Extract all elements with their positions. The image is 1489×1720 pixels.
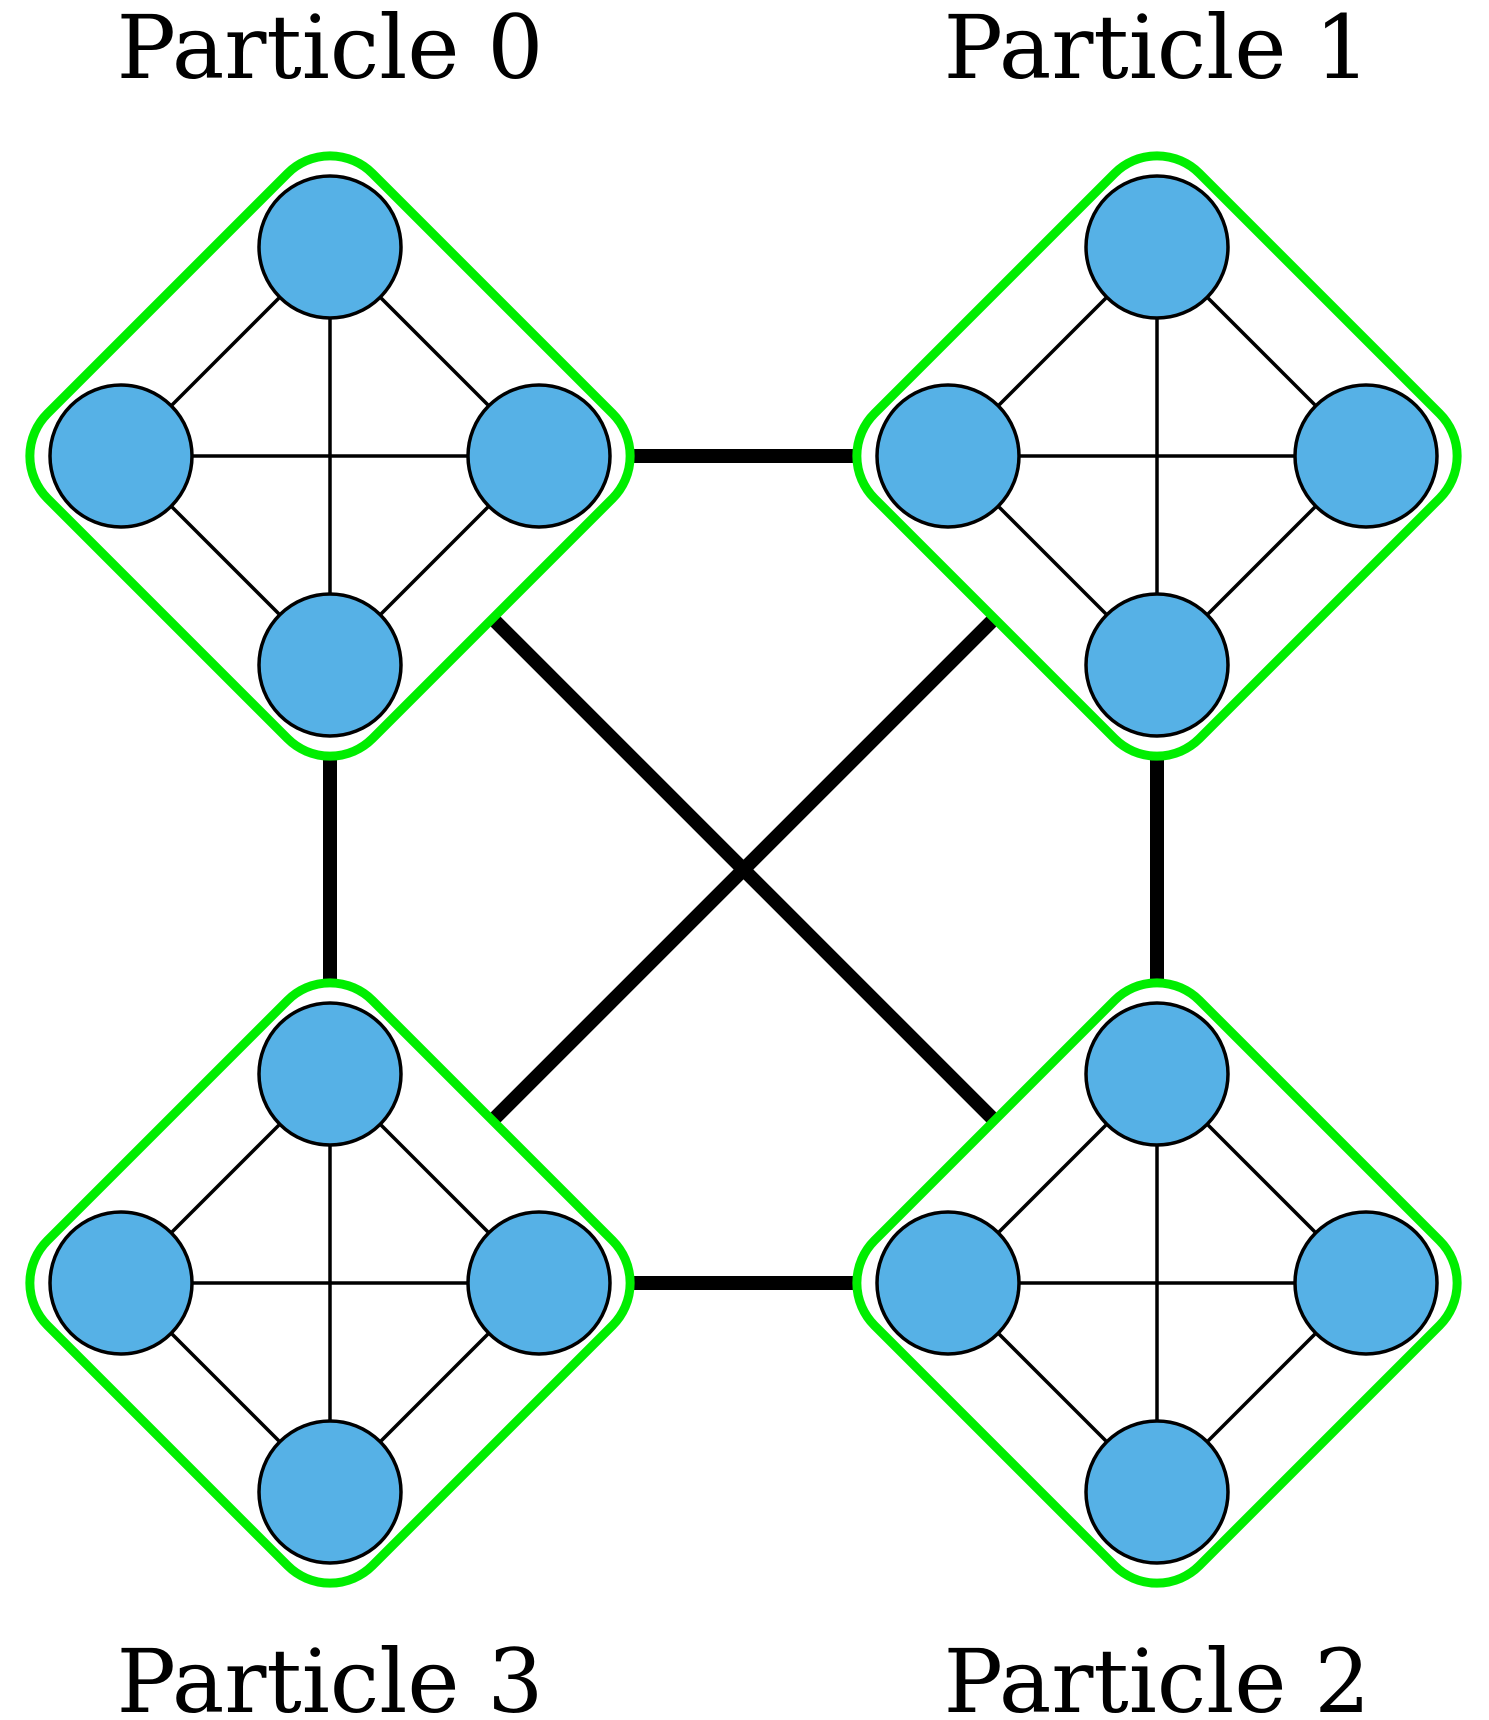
particle-2-node-right <box>1293 1210 1439 1356</box>
particle-2-node-bottom <box>1084 1419 1230 1565</box>
particle-1-label: Particle 1 <box>944 0 1371 99</box>
particle-3-node-top <box>257 1001 403 1147</box>
particle-2-node-top <box>1084 1001 1230 1147</box>
particle-0-node-left <box>48 383 194 529</box>
particle-3-node-bottom <box>257 1419 403 1565</box>
particle-0-group <box>25 151 635 761</box>
particle-0-node-top <box>257 174 403 320</box>
particle-2-label: Particle 2 <box>944 1630 1371 1720</box>
particle-1-node-top <box>1084 174 1230 320</box>
particle-1-node-right <box>1293 383 1439 529</box>
particle-1-group <box>852 151 1462 761</box>
particle-3-group <box>25 978 635 1588</box>
particle-0-label: Particle 0 <box>117 0 544 99</box>
particle-3-node-left <box>48 1210 194 1356</box>
particle-2-node-left <box>875 1210 1021 1356</box>
particle-2-group <box>852 978 1462 1588</box>
particle-1-node-bottom <box>1084 592 1230 738</box>
particle-groups <box>25 151 1462 1588</box>
particle-3-label: Particle 3 <box>117 1630 544 1720</box>
particle-0-node-bottom <box>257 592 403 738</box>
particle-3-node-right <box>466 1210 612 1356</box>
particle-0-node-right <box>466 383 612 529</box>
particle-labels: Particle 0 Particle 1 Particle 3 Particl… <box>117 0 1371 1720</box>
particle-1-node-left <box>875 383 1021 529</box>
